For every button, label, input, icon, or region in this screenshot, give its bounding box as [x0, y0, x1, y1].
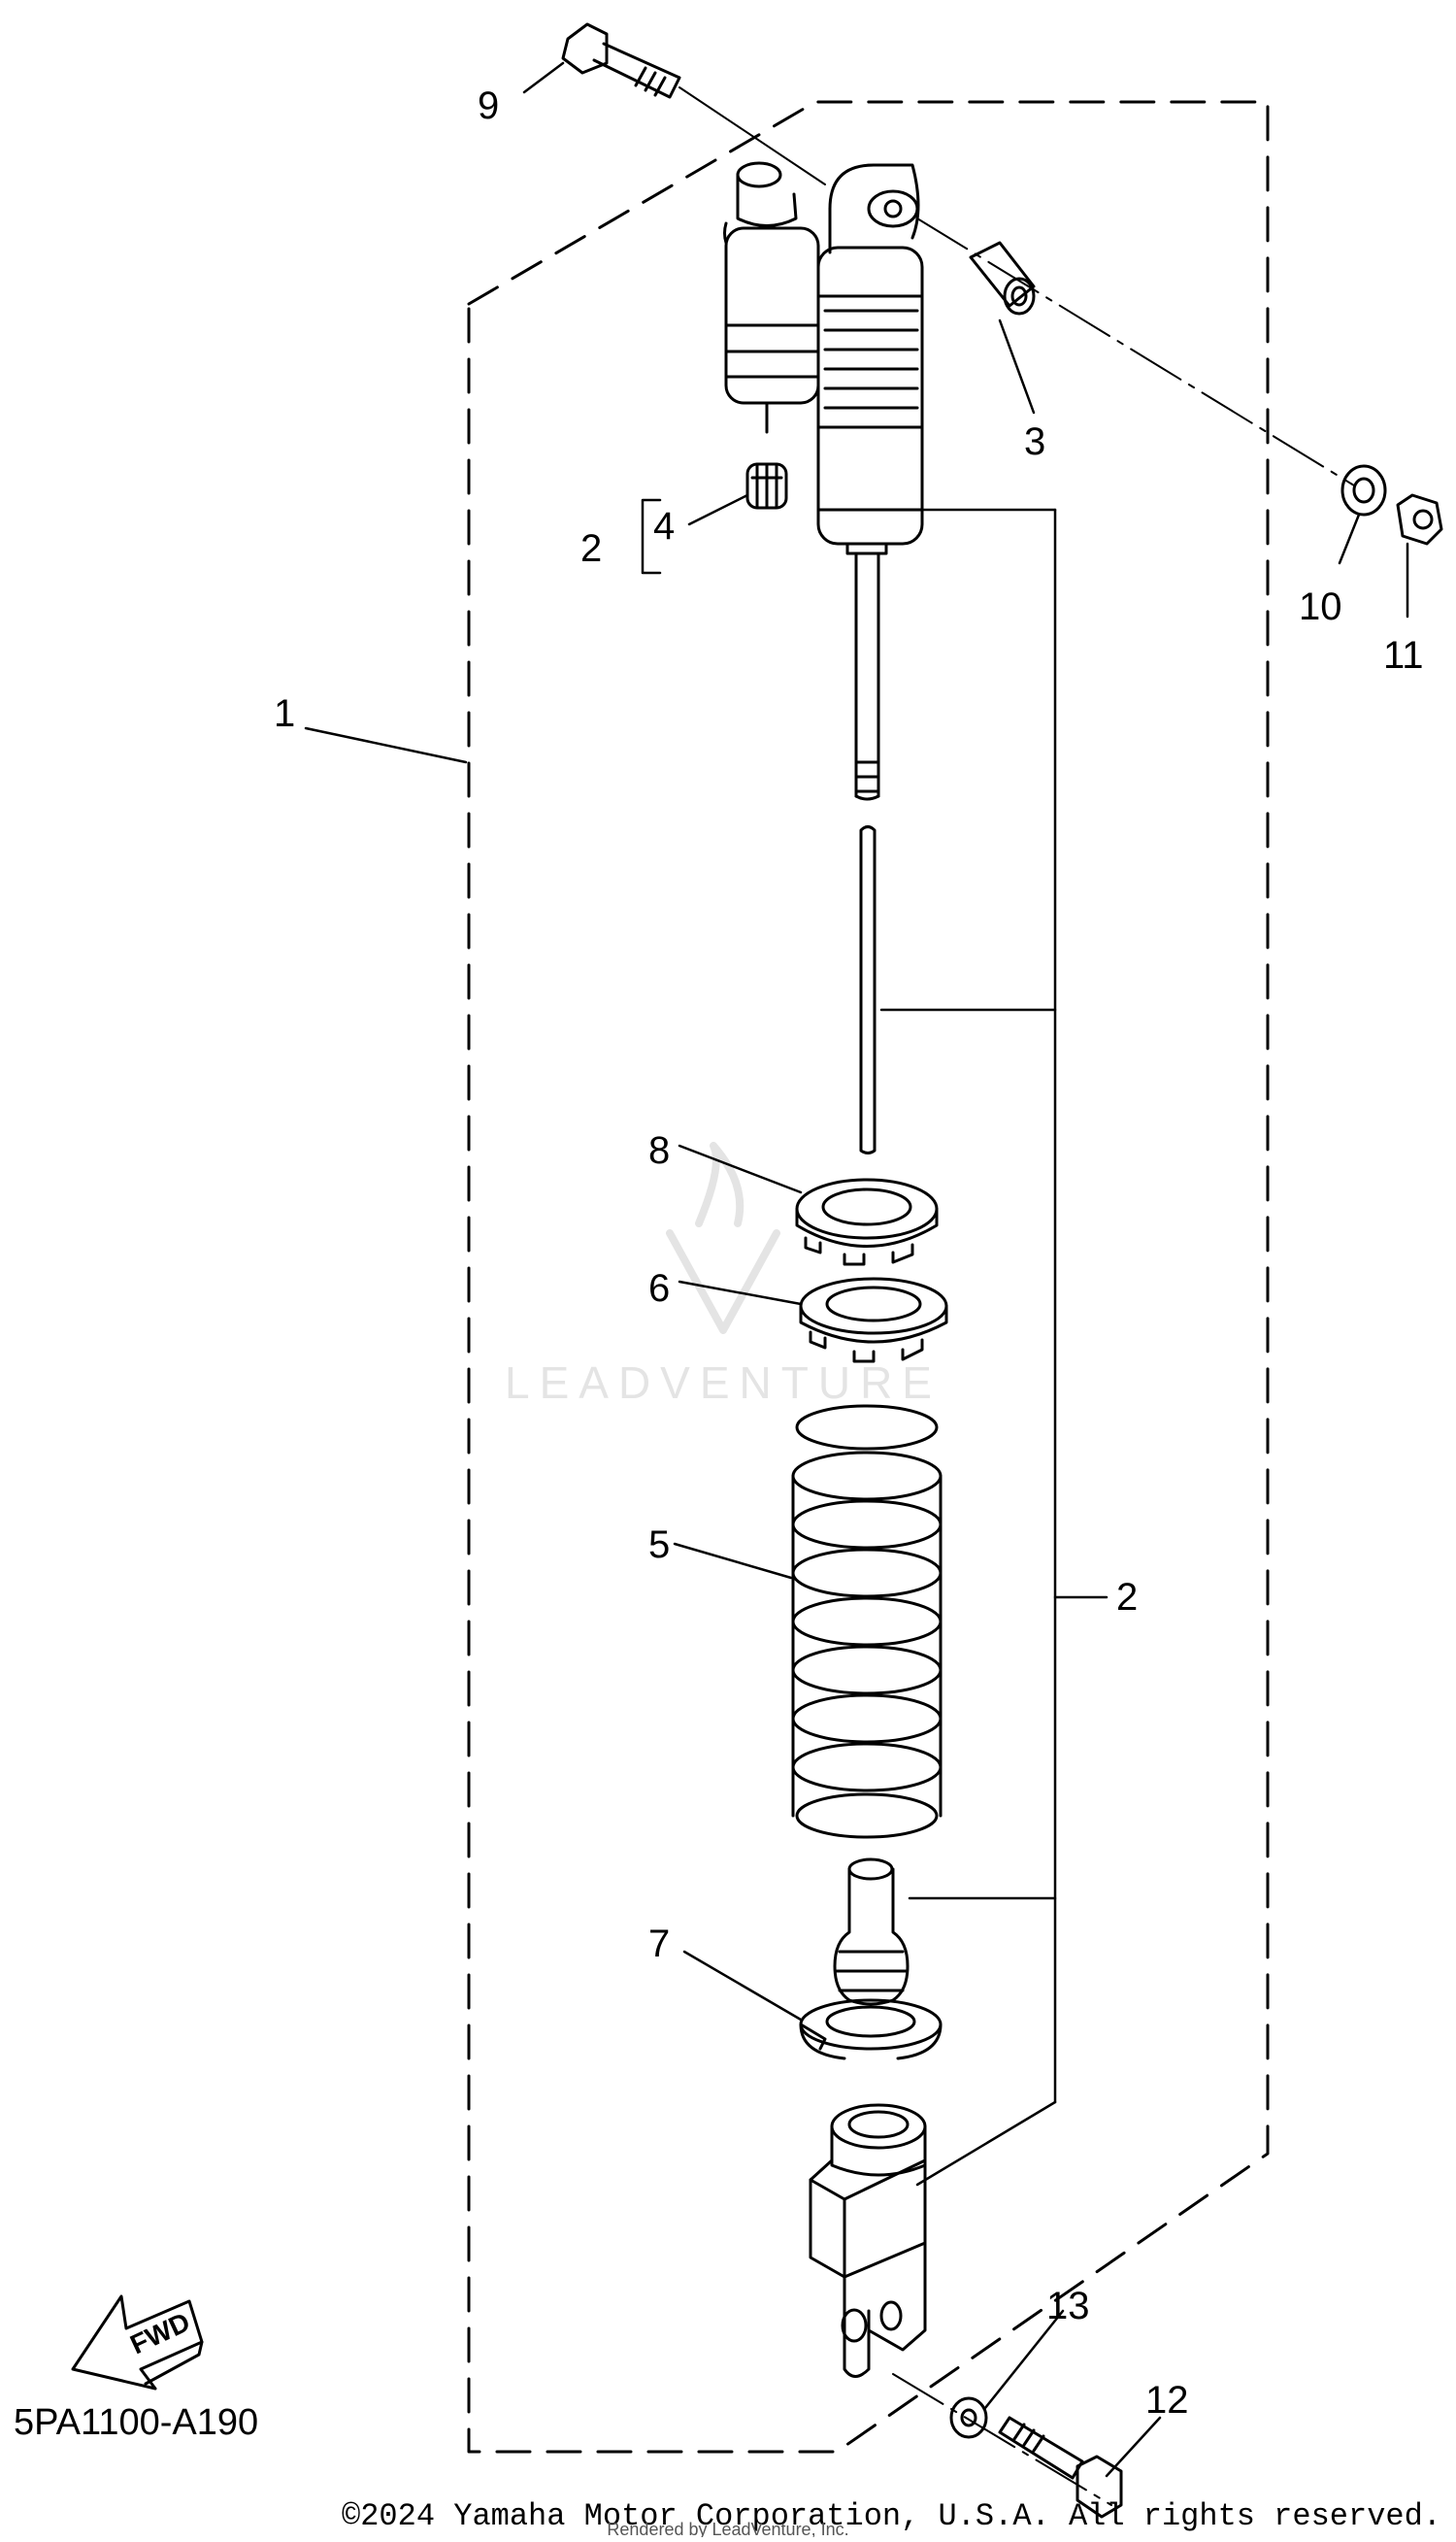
part-3-collar [969, 241, 1036, 316]
part-8-locknut [795, 1178, 939, 1266]
watermark-text: LEADVENTURE [505, 1357, 942, 1408]
callout-3: 3 [1024, 420, 1045, 463]
rendered-by-notice: Rendered by LeadVenture, Inc. [607, 2520, 848, 2537]
lower-clevis [809, 2103, 927, 2378]
callout-6: 6 [648, 1267, 670, 1310]
callout-12: 12 [1145, 2379, 1189, 2422]
callout-2-upper: 2 [580, 527, 602, 570]
callout-1: 1 [274, 692, 295, 735]
part-9-bolt [561, 22, 826, 185]
part-12-bolt [998, 2416, 1123, 2519]
callout-leaders [304, 61, 1409, 2478]
reservoir [723, 161, 820, 434]
callout-8: 8 [648, 1129, 670, 1172]
part-2-bracket [879, 508, 1109, 2187]
callout-7: 7 [648, 1923, 670, 1965]
shock-body [816, 163, 924, 801]
inner-rod [859, 825, 877, 1154]
part-5-spring [791, 1404, 943, 1839]
diagram-code: 5PA1100-A190 [14, 2402, 258, 2443]
part-6-locknut [799, 1277, 948, 1363]
fwd-arrow-icon [71, 2294, 204, 2391]
watermark-logo [666, 1142, 780, 1334]
callout-9: 9 [478, 84, 499, 127]
assembly-boundary [467, 100, 1270, 2454]
callout-11: 11 [1383, 634, 1424, 677]
callout-2-lower: 2 [1116, 1576, 1138, 1619]
callout-10: 10 [1299, 585, 1342, 628]
part-4-cap [745, 462, 788, 510]
part-7-seat [799, 1998, 943, 2060]
callout-4: 4 [653, 505, 675, 548]
callout-5: 5 [648, 1523, 670, 1566]
part-10-washer [1340, 464, 1387, 517]
part-13-washer [949, 2396, 988, 2439]
lower-axis [892, 2373, 1112, 2506]
copyright-notice: ©2024 Yamaha Motor Corporation, U.S.A. A… [342, 2498, 1441, 2534]
part-11-nut [1396, 493, 1443, 546]
bump-stop [833, 1857, 910, 2006]
callout-13: 13 [1046, 2285, 1090, 2327]
mounting-axis [916, 217, 1355, 486]
